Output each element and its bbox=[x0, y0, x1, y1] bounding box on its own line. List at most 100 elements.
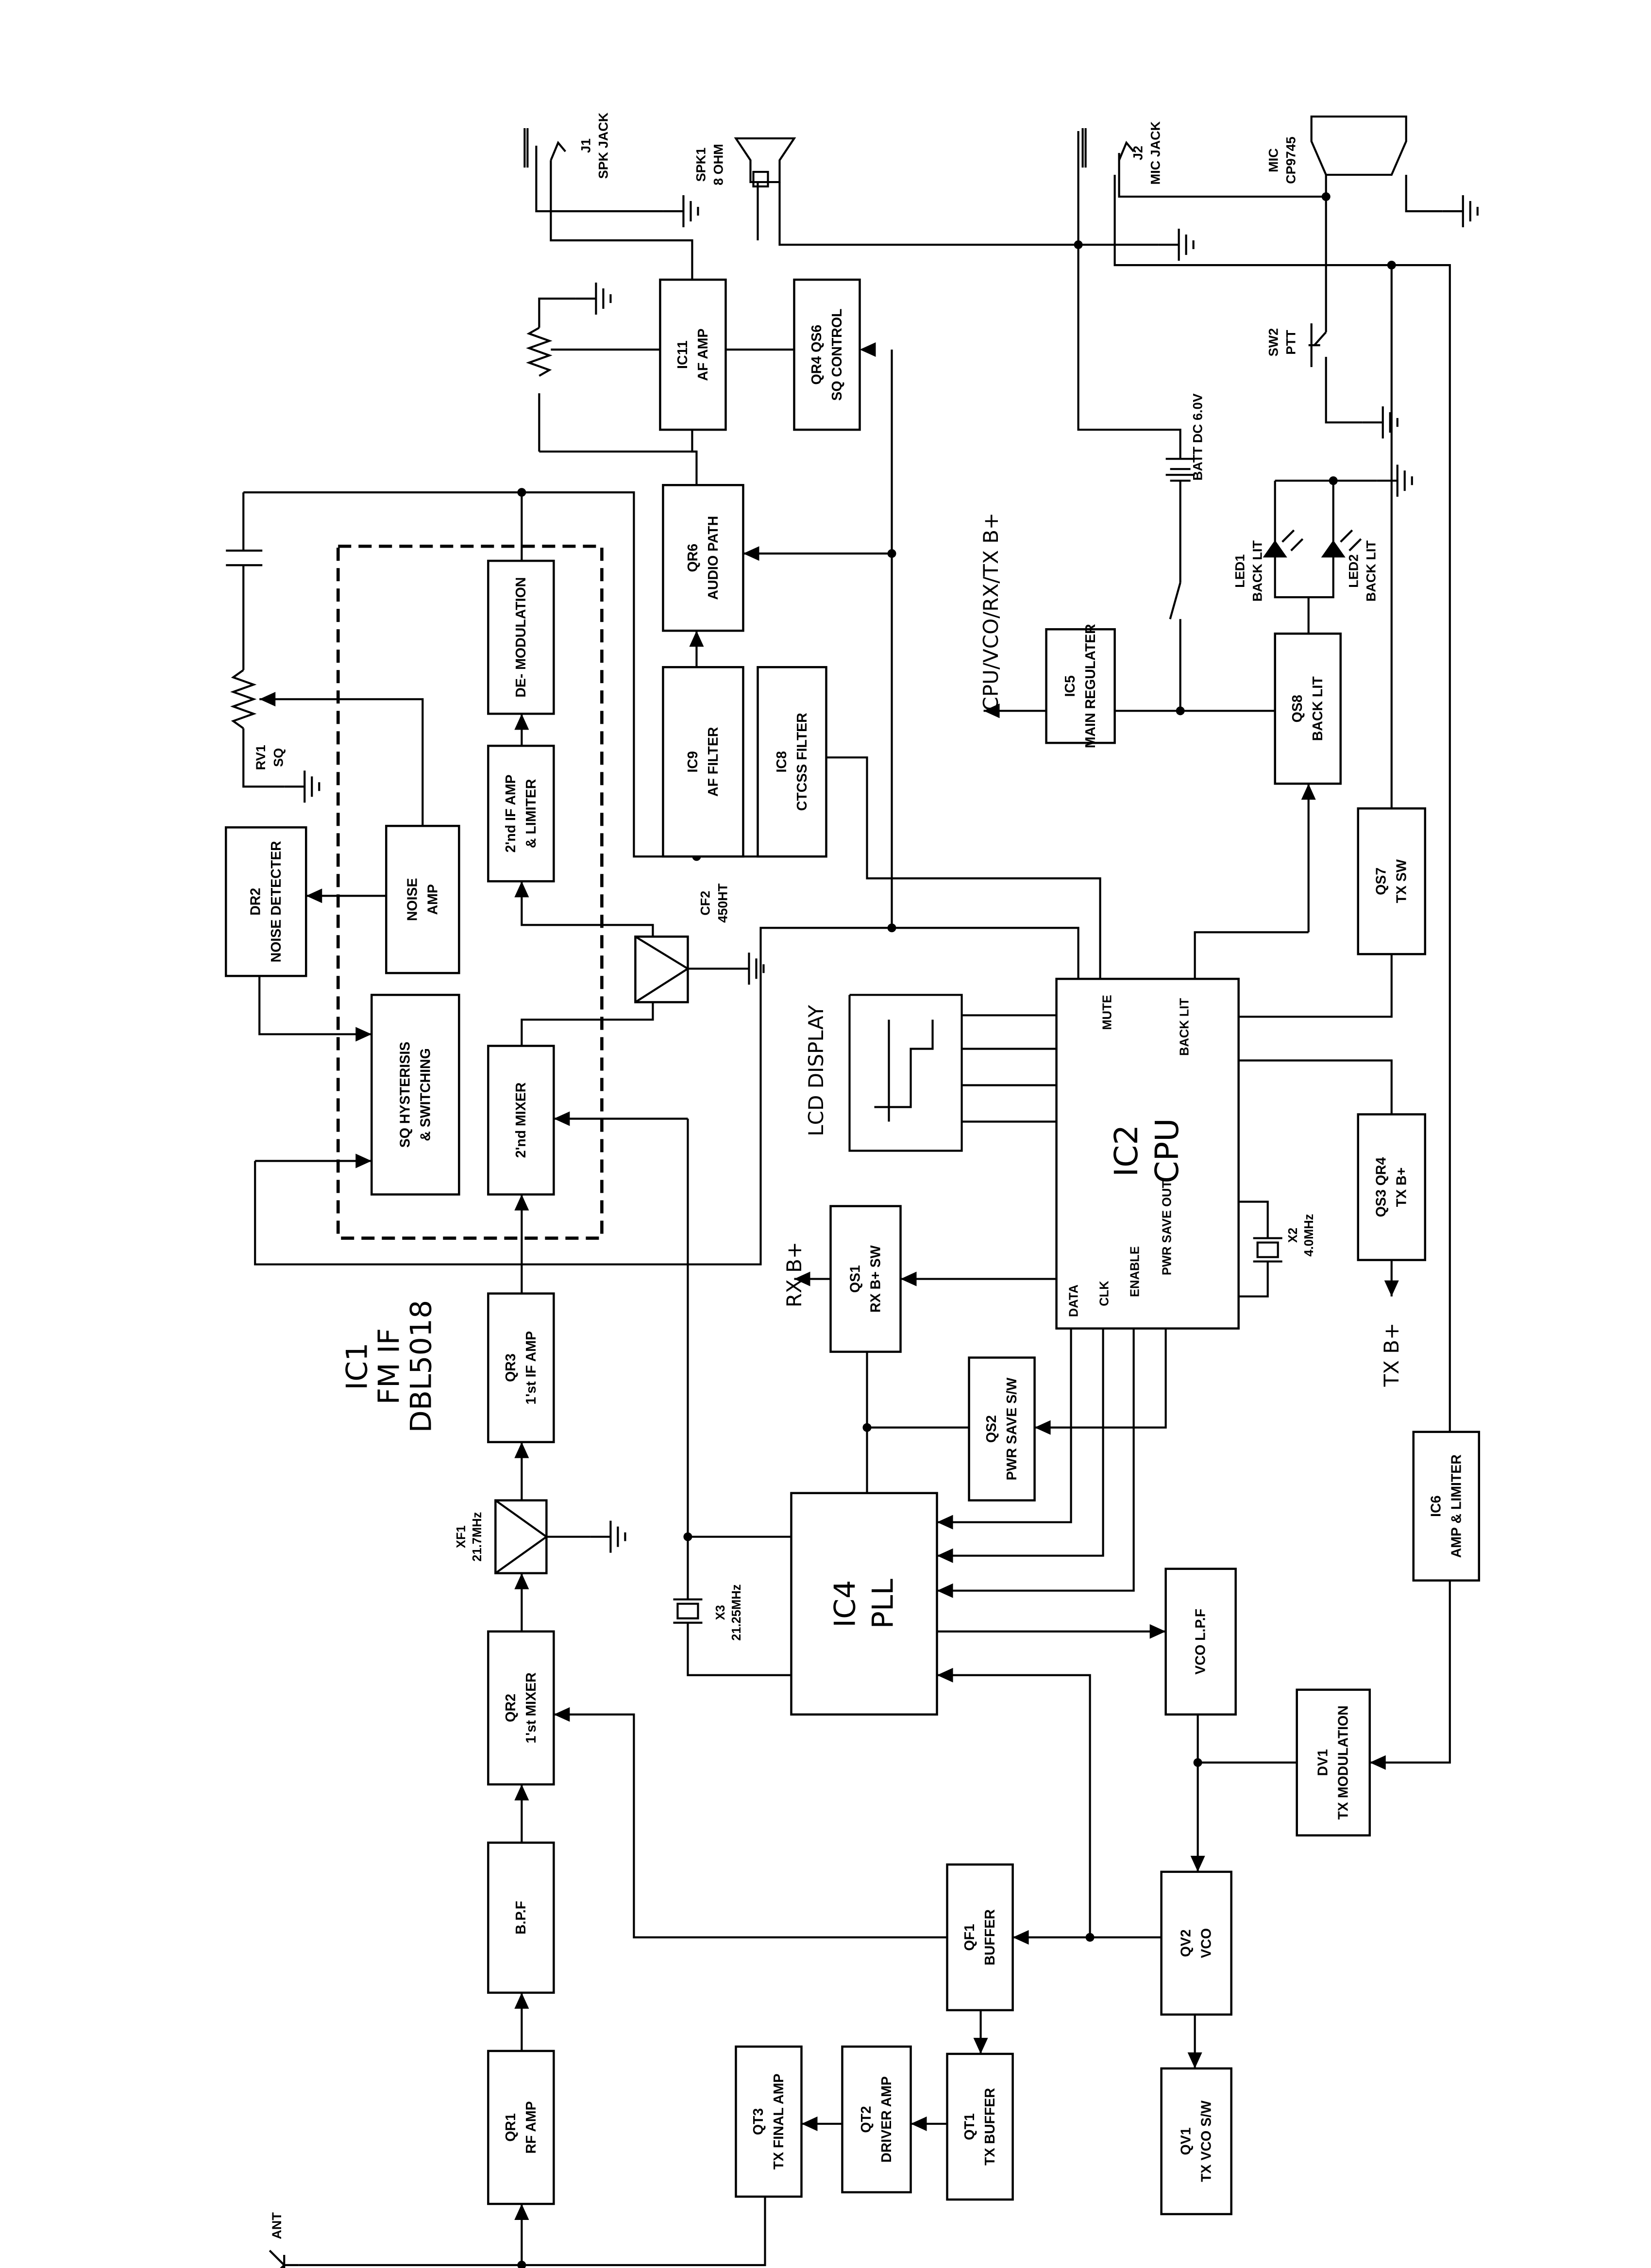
block-label-ic9: IC9 bbox=[685, 751, 701, 772]
label-x3: X3 bbox=[714, 1605, 727, 1620]
wire bbox=[535, 146, 663, 213]
microphone-icon bbox=[1310, 115, 1407, 176]
wire bbox=[687, 1622, 792, 1676]
block-label-dv1: DV1 bbox=[1315, 1749, 1331, 1776]
block-sqc bbox=[793, 278, 861, 431]
block-dr2 bbox=[224, 826, 307, 977]
label-mic: CP9745 bbox=[1284, 136, 1298, 184]
block-label-ic6: AMP & LIMITER bbox=[1449, 1454, 1464, 1558]
xf1-filter-symbol bbox=[495, 1499, 548, 1574]
block-label-qr1: RF AMP bbox=[523, 2101, 539, 2153]
block-label-namp: NOISE bbox=[404, 878, 420, 921]
arrow-icon bbox=[514, 881, 529, 898]
block-label-qs3: QS3 QR4 bbox=[1374, 1157, 1389, 1217]
label-ant: ANT bbox=[270, 2212, 284, 2239]
arrow-icon bbox=[1149, 1624, 1166, 1639]
wire bbox=[937, 1328, 1135, 1592]
label-led1: BACK LIT bbox=[1250, 540, 1265, 601]
junction-dot bbox=[517, 2260, 526, 2268]
wire bbox=[937, 1328, 1072, 1523]
ground-icon bbox=[1158, 229, 1195, 261]
label-x2: X2 bbox=[1286, 1228, 1300, 1243]
junction-dot bbox=[1329, 476, 1338, 485]
block-qr6 bbox=[662, 484, 744, 632]
block-label-mix2: 2'nd MIXER bbox=[513, 1083, 529, 1158]
arrow-icon bbox=[937, 1668, 953, 1683]
label-xf1: XF1 bbox=[455, 1525, 468, 1548]
cpu-pin-pwr_save_out: PWR SAVE OUT bbox=[1161, 1181, 1174, 1275]
ground-icon bbox=[575, 283, 612, 315]
block-label-sqc: SQ CONTROL bbox=[829, 309, 845, 401]
block-label-qs2: QS2 bbox=[984, 1415, 999, 1443]
wire bbox=[1034, 1328, 1167, 1429]
block-label-qt2: DRIVER AMP bbox=[879, 2076, 894, 2163]
block-label-qf1: BUFFER bbox=[982, 1909, 998, 1966]
arrow-icon bbox=[514, 1784, 529, 1801]
ground-icon bbox=[663, 195, 699, 228]
wire bbox=[1369, 1580, 1451, 1764]
wire bbox=[259, 698, 424, 826]
block-label-ic11: IC11 bbox=[675, 340, 691, 369]
block-vcolpf bbox=[1164, 1568, 1237, 1716]
block-label-dr2: NOISE DETECTER bbox=[269, 841, 284, 962]
block-qs8 bbox=[1274, 633, 1342, 785]
ground-icon bbox=[1442, 195, 1479, 228]
block-qr3 bbox=[487, 1292, 555, 1443]
block-label-ic8: CTCSS FILTER bbox=[794, 713, 810, 811]
block-label-qr3: 1'st IF AMP bbox=[523, 1331, 539, 1404]
wire bbox=[848, 994, 963, 1152]
arrow-icon bbox=[794, 1271, 810, 1286]
cpu-pin-back_lit: BACK LIT bbox=[1178, 998, 1192, 1056]
arrow-icon bbox=[1301, 784, 1316, 800]
label-led2: LED2 bbox=[1347, 554, 1361, 588]
junction-dot bbox=[683, 1532, 692, 1541]
wire bbox=[554, 1713, 947, 1938]
block-label-bpf: B.P.F bbox=[513, 1901, 529, 1934]
junction-dot bbox=[1176, 706, 1185, 716]
arrow-icon bbox=[973, 2037, 988, 2054]
speaker-magnet-icon bbox=[752, 170, 769, 188]
wire bbox=[1238, 1201, 1269, 1238]
block-ic6 bbox=[1412, 1431, 1481, 1582]
block-qs7 bbox=[1357, 807, 1427, 955]
arrow-icon bbox=[1384, 1280, 1399, 1297]
junction-dot bbox=[887, 923, 896, 933]
x3-crystal-icon bbox=[673, 1598, 703, 1624]
block-label-qs3: TX B+ bbox=[1394, 1167, 1410, 1207]
j2-jack-spring bbox=[1118, 141, 1135, 161]
wire bbox=[1077, 131, 1181, 459]
block-label-if2: & LIMITER bbox=[523, 779, 539, 848]
label-led2: BACK LIT bbox=[1364, 540, 1379, 601]
block-label-ic5: MAIN REGULATER bbox=[1083, 624, 1098, 748]
block-ic9 bbox=[662, 666, 744, 858]
block-dv1 bbox=[1296, 1688, 1371, 1837]
wire bbox=[778, 182, 1159, 246]
block-ic5 bbox=[1045, 628, 1116, 744]
label-rv1: SQ bbox=[271, 748, 286, 767]
wire bbox=[538, 298, 576, 328]
arrow-icon bbox=[689, 631, 704, 647]
block-qs3 bbox=[1357, 1113, 1427, 1261]
led-light-rays-icon bbox=[1281, 529, 1362, 551]
j2-jack-icon bbox=[1081, 128, 1087, 168]
block-label-ic11: AF AMP bbox=[695, 329, 711, 381]
speaker-icon bbox=[734, 137, 796, 183]
junction-dot bbox=[862, 1423, 872, 1432]
label-x3: 21.25MHz bbox=[730, 1584, 743, 1641]
block-label-qv2: QV2 bbox=[1179, 1929, 1194, 1957]
x2-crystal-icon bbox=[1253, 1237, 1282, 1263]
xf1-crystal-filter bbox=[494, 1499, 548, 1574]
cpu-title: IC2 bbox=[1108, 1125, 1145, 1177]
wire bbox=[1113, 175, 1451, 1432]
label-batt: BATT DC 6.0V bbox=[1191, 393, 1205, 481]
wire bbox=[258, 976, 372, 1035]
junction-dot bbox=[1321, 192, 1331, 201]
label-ic1: IC1 bbox=[340, 1343, 374, 1390]
arrow-icon bbox=[514, 714, 529, 730]
block-label-qs1: QS1 bbox=[848, 1265, 863, 1293]
wire bbox=[1405, 175, 1443, 213]
power-switch-icon bbox=[1169, 582, 1181, 619]
label-x2: 4.0MHz bbox=[1302, 1214, 1316, 1257]
block-qt2 bbox=[841, 2045, 912, 2194]
